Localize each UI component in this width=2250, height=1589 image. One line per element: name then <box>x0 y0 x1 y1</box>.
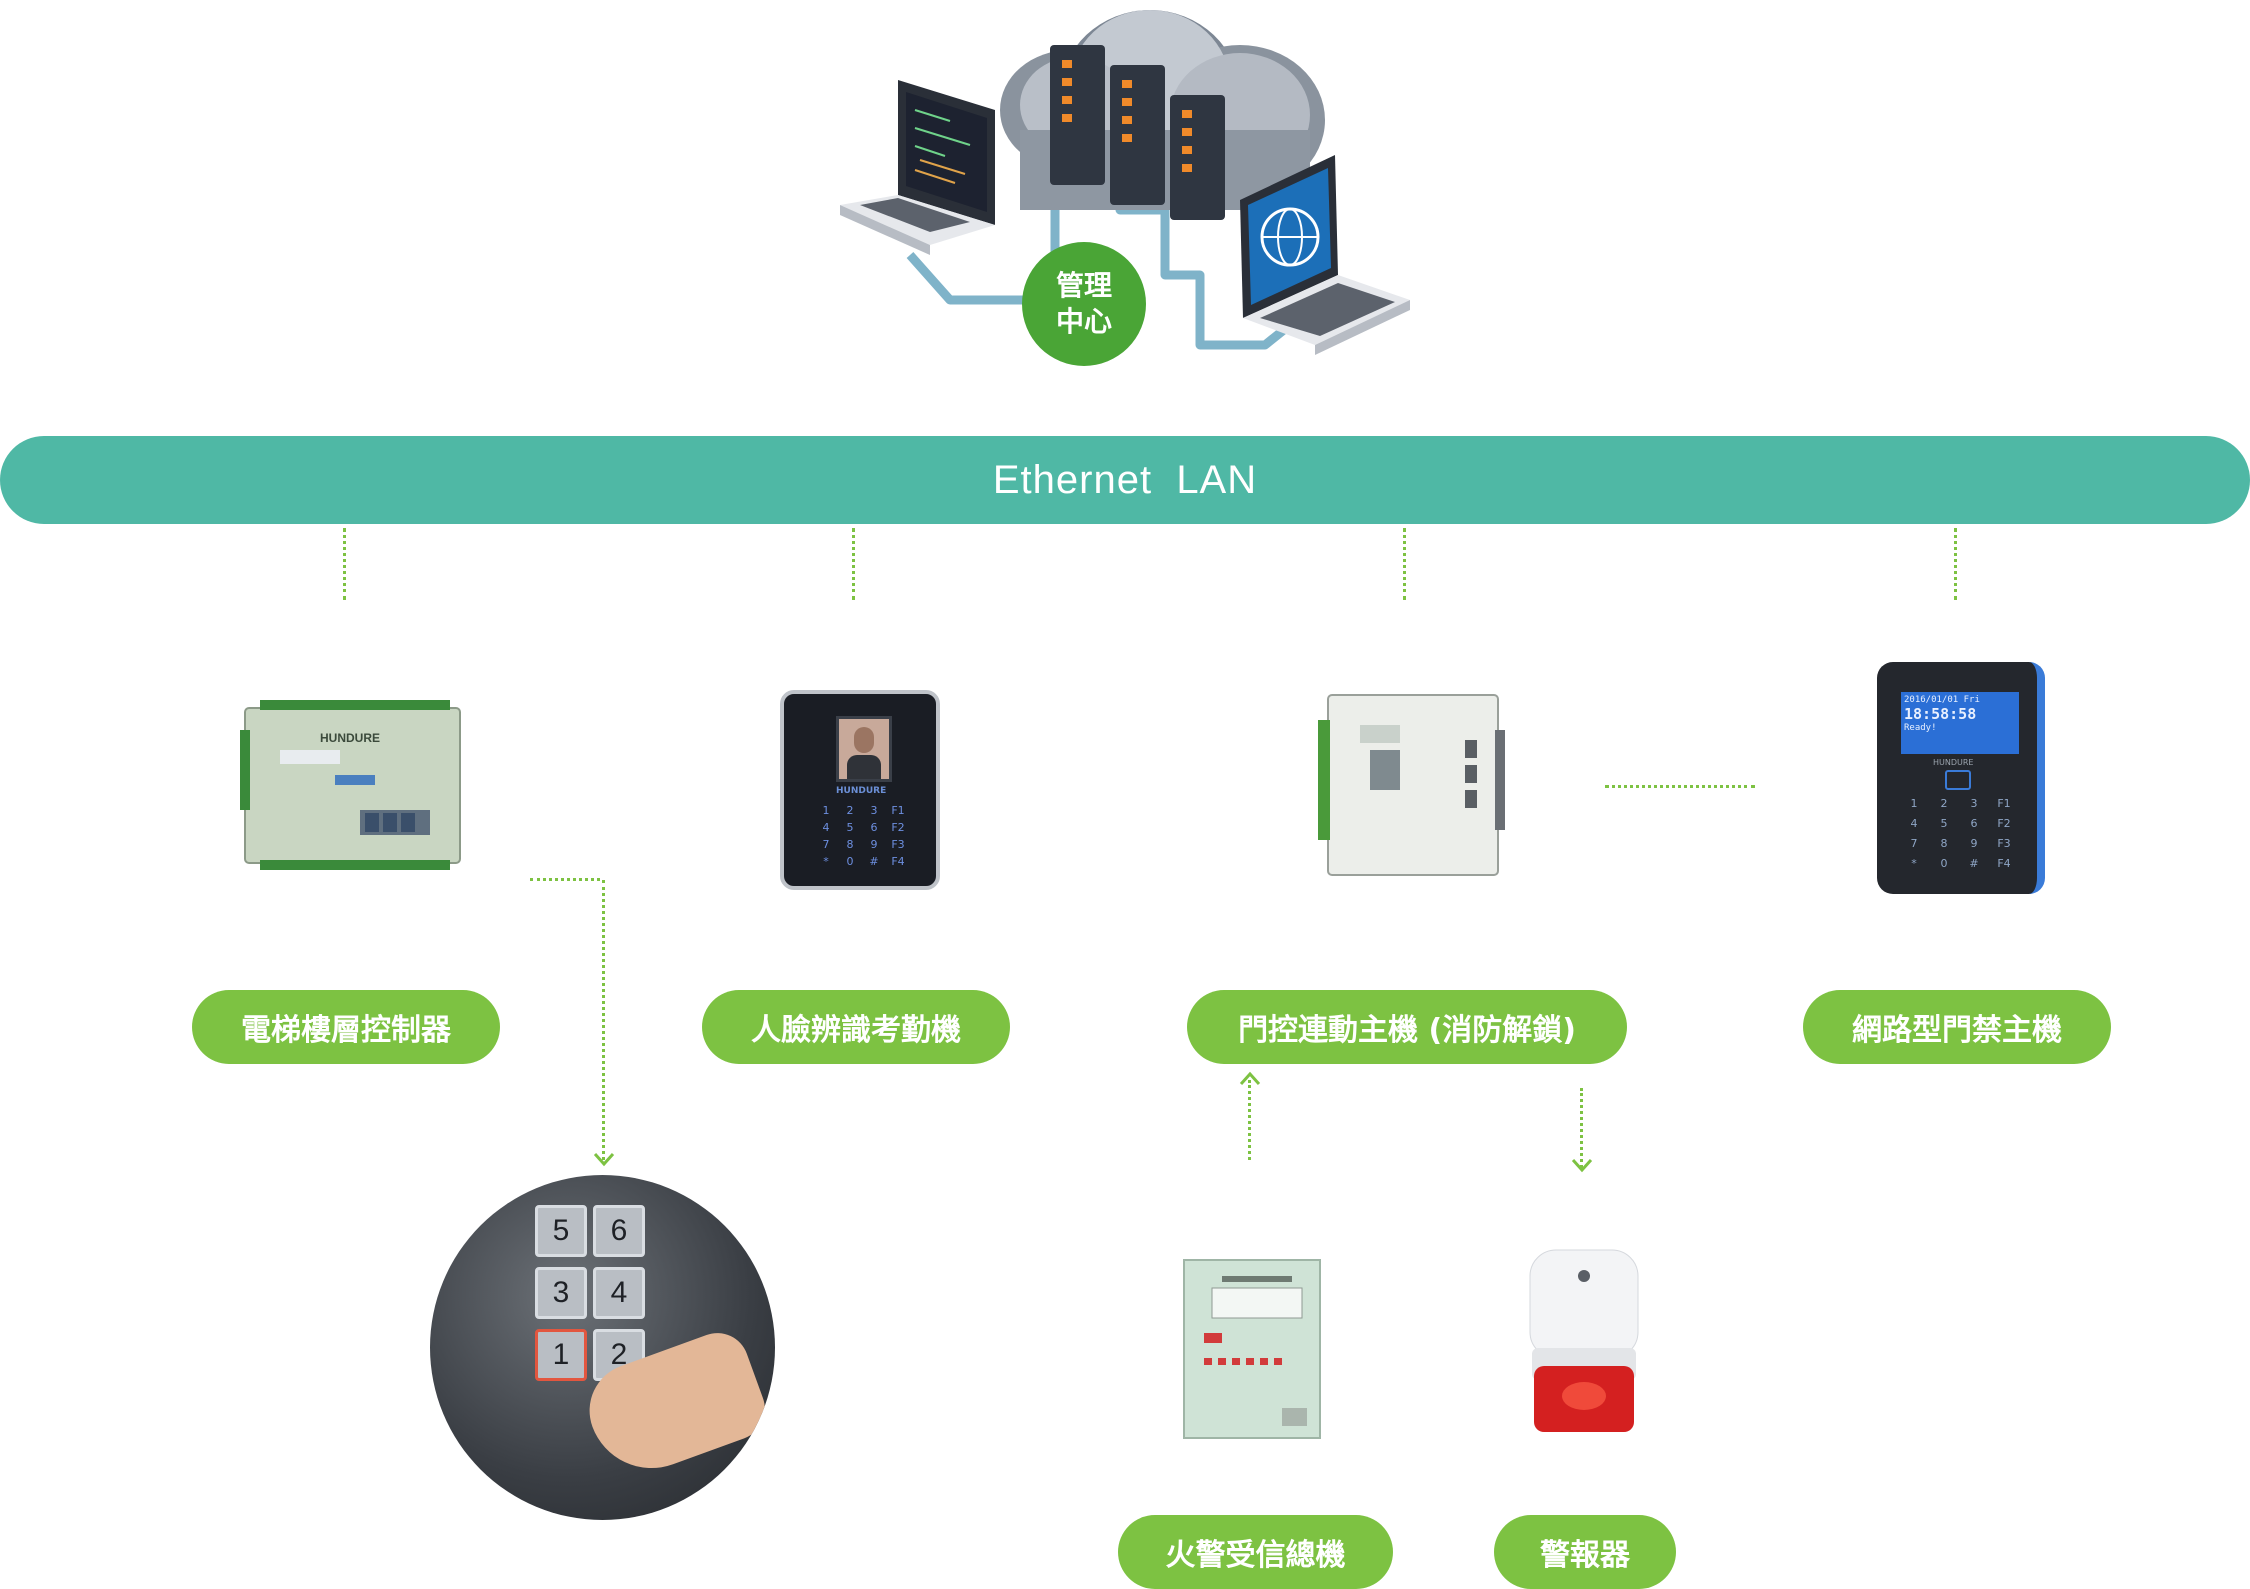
server-rack-icon <box>1050 45 1225 220</box>
link-dash-door-to-access <box>1605 785 1755 788</box>
keypad-key[interactable]: 7 <box>822 838 830 851</box>
keypad-key[interactable]: 3 <box>870 804 878 817</box>
keypad-key[interactable]: 8 <box>1940 837 1948 850</box>
keypad-key[interactable]: F2 <box>1997 817 2011 830</box>
access-terminal-card-icon <box>1945 770 1971 790</box>
laptop-code-icon <box>840 80 995 255</box>
access-terminal-screen: 2016/01/01 Fri 18:58:58 Ready! <box>1901 692 2019 754</box>
lan-drop-2 <box>852 528 855 600</box>
face-terminal-brand: HUNDURE <box>836 786 887 796</box>
elevator-link-h <box>530 878 600 881</box>
access-terminal-keypad: 1 2 3 F1 4 5 6 F2 7 8 9 F3 * 0 # F4 <box>1899 797 2019 870</box>
keypad-key[interactable]: F4 <box>1997 857 2011 870</box>
keypad-key[interactable]: * <box>1911 857 1917 870</box>
fire-panel-image <box>1183 1259 1321 1439</box>
management-label-line1: 管理 <box>1055 269 1112 302</box>
alarm-link-v <box>1580 1088 1583 1168</box>
keypad-key[interactable]: 1 <box>1910 797 1918 810</box>
keypad-key[interactable]: # <box>1969 857 1979 870</box>
keypad-key[interactable]: 5 <box>1940 817 1948 830</box>
access-terminal-brand: HUNDURE <box>1933 758 1974 767</box>
laptop-globe-icon <box>1240 155 1410 355</box>
label-door-linkage: 門控連動主機 (消防解鎖) <box>1187 990 1627 1064</box>
board-brand-label: HUNDURE <box>320 731 380 745</box>
elevator-floor-button[interactable]: 4 <box>593 1267 645 1319</box>
label-elevator-controller: 電梯樓層控制器 <box>192 990 500 1064</box>
face-terminal-keypad: 1 2 3 F1 4 5 6 F2 7 8 9 F3 * 0 # F4 <box>814 804 910 868</box>
elevator-link-v <box>602 880 605 1160</box>
keypad-key[interactable]: 0 <box>1940 857 1948 870</box>
lan-drop-4 <box>1954 528 1957 600</box>
alarm-siren-image <box>1529 1249 1639 1432</box>
arrow-up-icon <box>1239 1071 1261 1086</box>
keypad-key[interactable]: 8 <box>846 838 854 851</box>
keypad-key[interactable]: 2 <box>846 804 854 817</box>
elevator-floor-button[interactable]: 1 <box>535 1329 587 1381</box>
access-terminal-date: 2016/01/01 Fri <box>1904 695 1980 705</box>
lan-drop-3 <box>1403 528 1406 600</box>
keypad-key[interactable]: 6 <box>870 821 878 834</box>
keypad-key[interactable]: 4 <box>822 821 830 834</box>
keypad-key[interactable]: 3 <box>1970 797 1978 810</box>
ethernet-lan-bar: Ethernet LAN <box>0 436 2250 524</box>
keypad-key[interactable]: F1 <box>1997 797 2011 810</box>
label-network-access: 網路型門禁主機 <box>1803 990 2111 1064</box>
keypad-key[interactable]: F4 <box>891 855 905 868</box>
management-label-line2: 中心 <box>1055 305 1112 338</box>
keypad-key[interactable]: * <box>823 855 829 868</box>
access-terminal-status: Ready! <box>1904 723 1937 733</box>
label-fire-panel: 火警受信總機 <box>1118 1515 1393 1589</box>
elevator-floor-button[interactable]: 6 <box>593 1205 645 1257</box>
arrow-down-icon <box>1571 1158 1593 1173</box>
keypad-key[interactable]: 5 <box>846 821 854 834</box>
keypad-key[interactable]: 9 <box>870 838 878 851</box>
management-illustration <box>840 10 1410 355</box>
label-face-attendance: 人臉辨識考勤機 <box>702 990 1010 1064</box>
arrow-down-icon <box>593 1152 615 1167</box>
keypad-key[interactable]: F1 <box>891 804 905 817</box>
lan-drop-1 <box>343 528 346 600</box>
management-center-badge: 管理 中心 <box>1022 242 1146 366</box>
keypad-key[interactable]: 1 <box>822 804 830 817</box>
fire-link-v <box>1248 1080 1251 1160</box>
keypad-key[interactable]: 2 <box>1940 797 1948 810</box>
access-terminal-time: 18:58:58 <box>1904 705 1977 723</box>
elevator-floor-button[interactable]: 5 <box>535 1205 587 1257</box>
keypad-key[interactable]: F3 <box>891 838 905 851</box>
keypad-key[interactable]: 7 <box>1910 837 1918 850</box>
keypad-key[interactable]: 4 <box>1910 817 1918 830</box>
elevator-controller-image: HUNDURE <box>240 700 461 870</box>
label-alarm: 警報器 <box>1494 1515 1676 1589</box>
keypad-key[interactable]: F2 <box>891 821 905 834</box>
elevator-floor-button[interactable]: 3 <box>535 1267 587 1319</box>
access-terminal-image: 2016/01/01 Fri 18:58:58 Ready! HUNDURE 1… <box>1877 662 2045 894</box>
keypad-key[interactable]: # <box>869 855 879 868</box>
keypad-key[interactable]: F3 <box>1997 837 2011 850</box>
keypad-key[interactable]: 6 <box>1970 817 1978 830</box>
ethernet-lan-label: Ethernet LAN <box>992 457 1258 502</box>
face-terminal-image: HUNDURE 1 2 3 F1 4 5 6 F2 7 8 9 F3 * 0 # F4 <box>780 690 940 890</box>
keypad-key[interactable]: 0 <box>846 855 854 868</box>
door-controller-image <box>1318 694 1505 876</box>
face-terminal-photo <box>836 716 892 782</box>
keypad-key[interactable]: 9 <box>1970 837 1978 850</box>
